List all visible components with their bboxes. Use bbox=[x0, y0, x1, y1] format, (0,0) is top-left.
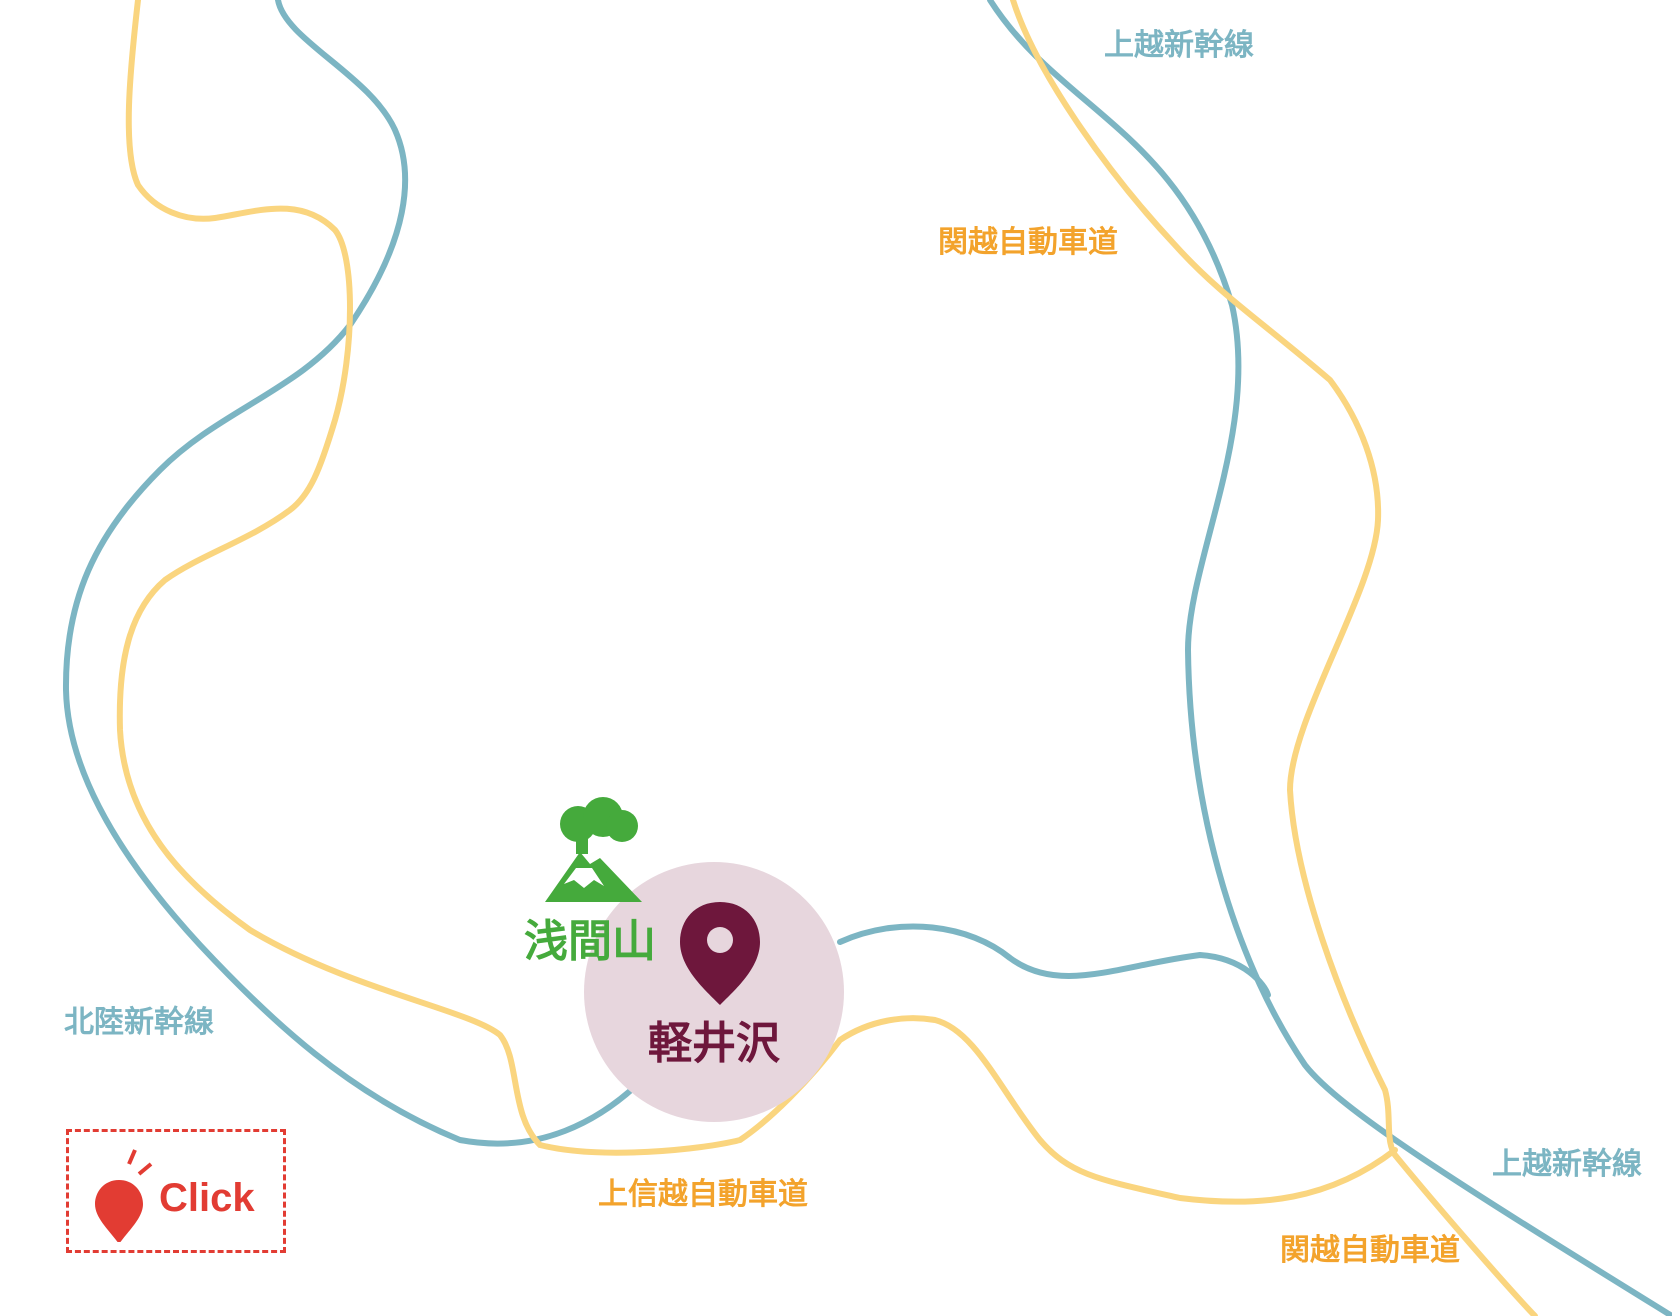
karuizawa-label[interactable]: 軽井沢 bbox=[648, 1018, 780, 1069]
joetsu-shinkansen-line bbox=[987, 0, 1672, 1316]
kanetsu-expressway-label: 関越自動車道 bbox=[938, 225, 1118, 260]
click-label: Click bbox=[159, 1176, 255, 1220]
joshinetsu-expressway-label: 上信越自動車道 bbox=[598, 1177, 808, 1212]
joshinetsu-expressway-line bbox=[116, 0, 1398, 1205]
hokuriku-shinkansen-label: 北陸新幹線 bbox=[64, 1005, 214, 1040]
hokuriku-shinkansen-east-line bbox=[837, 923, 1271, 998]
volcano-icon bbox=[545, 797, 642, 902]
joetsu-shinkansen-label: 上越新幹線 bbox=[1104, 28, 1254, 63]
karuizawa-pin-icon[interactable] bbox=[680, 902, 760, 1005]
joetsu-shinkansen-label-bottom: 上越新幹線 bbox=[1492, 1147, 1642, 1182]
mount-asama-label: 浅間山 bbox=[524, 916, 656, 967]
hokuriku-shinkansen-line bbox=[62, 0, 643, 1147]
click-button[interactable]: Click bbox=[66, 1129, 286, 1253]
kanetsu-expressway-line bbox=[1010, 0, 1538, 1316]
kanetsu-expressway-label-bottom: 関越自動車道 bbox=[1280, 1233, 1460, 1268]
map-pin-icon bbox=[95, 1149, 153, 1242]
